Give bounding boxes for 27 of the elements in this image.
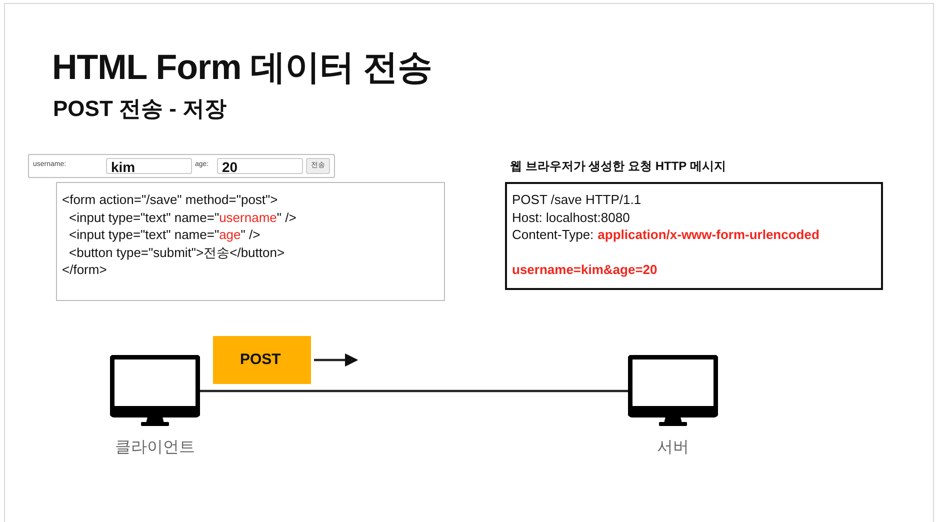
- node-label: 클라이언트: [114, 438, 196, 458]
- code-box: [56, 182, 445, 301]
- code-text: <input type="text" name=": [69, 210, 220, 224]
- input-field: 20: [217, 158, 303, 174]
- code-text: </form>: [62, 262, 107, 277]
- node-label: 서버: [656, 438, 690, 458]
- request-label: POST: [240, 351, 281, 368]
- request-box: [213, 336, 311, 384]
- form-panel: [28, 154, 335, 178]
- message-text: Host: localhost:8080: [512, 210, 630, 224]
- arrow: [314, 353, 358, 367]
- message-text: POST /save HTTP/1.1: [512, 192, 642, 207]
- code-text: age: [219, 227, 241, 242]
- code-text: " />: [276, 210, 296, 224]
- subtitle: POST 전송 - 저장: [53, 95, 227, 123]
- heading: 웹 브라우저가 생성한 요청 HTTP 메시지: [510, 158, 726, 175]
- code-text: <button type="submit">전송</button>: [69, 244, 285, 260]
- code-text: username: [219, 210, 277, 224]
- code-text: <input type="text" name=": [69, 227, 220, 242]
- code-text: " />: [240, 227, 260, 242]
- input-field: kim: [106, 158, 192, 174]
- message-text: Content-Type:: [512, 227, 594, 242]
- message-text: application/x-www-form-urlencoded: [598, 227, 820, 242]
- connection-line: [200, 390, 628, 392]
- title: HTML Form 데이터 전송: [52, 47, 432, 89]
- message-text: username=kim&age=20: [512, 262, 658, 277]
- code-text: <form action="/save" method="post">: [62, 192, 278, 207]
